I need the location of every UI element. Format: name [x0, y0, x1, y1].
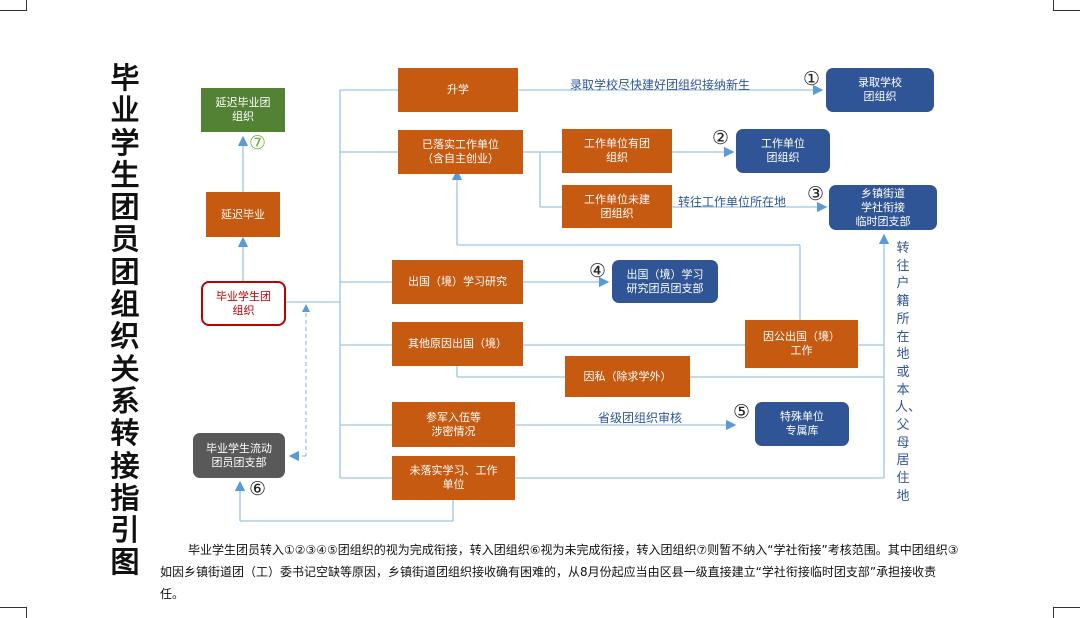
box-other-abroad: 其他原因出国（境）	[392, 322, 523, 366]
box-unit-has-org: 工作单位有团 组织	[562, 129, 672, 173]
crop-mark-bottom-left	[0, 607, 27, 618]
box-employed: 已落实工作单位 （含自主创业）	[398, 130, 523, 174]
box-private-abroad: 因私（除求学外）	[565, 356, 690, 397]
box-study-abroad: 出国（境）学习研究	[392, 260, 523, 304]
circle-7: ⑦	[249, 132, 267, 154]
box-abroad-branch: 出国（境）学习 研究团员团支部	[612, 260, 718, 303]
circle-1: ①	[803, 68, 821, 90]
label-transfer: 转往工作单位所在地	[678, 195, 787, 209]
dashed-arrow-head	[302, 304, 310, 312]
footnote: 毕业学生团员转入①②③④⑤团组织的视为完成衔接，转入团组织⑥视为未完成衔接，转入…	[160, 543, 959, 601]
circle-3: ③	[807, 183, 825, 205]
circle-4: ④	[589, 260, 607, 282]
box-not-settled: 未落实学习、工作 单位	[392, 456, 515, 500]
crop-mark-top-left	[0, 0, 27, 11]
box-special-unit: 特殊单位 专属库	[755, 402, 849, 446]
box-public-abroad: 因公出国（境） 工作	[745, 320, 858, 368]
page-title: 毕业学生团员团组织关系转接指引图	[110, 61, 140, 580]
circle-2: ②	[712, 127, 730, 149]
box-unit-org: 工作单位 团组织	[736, 129, 830, 173]
crop-mark-top-right	[1053, 0, 1080, 11]
circle-5: ⑤	[733, 401, 751, 423]
label-review: 省级团组织审核	[598, 411, 683, 425]
box-mobile-branch: 毕业学生流动 团员团支部	[193, 433, 285, 478]
label-school: 录取学校尽快建好团组织接纳新生	[570, 78, 751, 92]
box-admit-school-org: 录取学校 团组织	[826, 68, 934, 112]
box-grad-org: 毕业学生团 组织	[201, 281, 286, 326]
crop-mark-bottom-right	[1053, 607, 1080, 618]
circle-6: ⑥	[249, 478, 267, 500]
label-vertical: 转往户籍所在地或本人、父母居住地	[895, 241, 922, 504]
box-delay-org: 延迟毕业团 组织	[201, 88, 285, 132]
box-further-study: 升学	[398, 68, 518, 112]
box-town-branch: 乡镇街道 学社衔接 临时团支部	[829, 185, 937, 230]
box-military: 参军入伍等 涉密情况	[392, 402, 515, 447]
box-unit-no-org: 工作单位未建 团组织	[562, 185, 672, 228]
box-delay-grad: 延迟毕业	[206, 192, 280, 237]
